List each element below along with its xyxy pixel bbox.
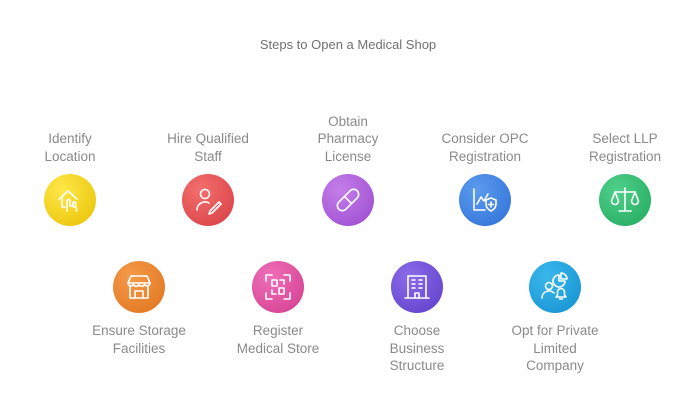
- step-label: Obtain Pharmacy License: [317, 113, 379, 164]
- step-label: Select LLP Registration: [588, 131, 662, 164]
- step-label: Ensure Storage Facilities: [92, 323, 186, 356]
- step-business-structure: Choose Business Structure: [352, 261, 482, 381]
- storefront-icon: [113, 261, 165, 313]
- step-label: Hire Qualified Staff: [167, 131, 249, 164]
- step-label: Identify Location: [44, 131, 96, 164]
- scan-frame-icon: [252, 261, 304, 313]
- step-private-limited: Opt for Private Limited Company: [490, 261, 620, 381]
- person-pen-icon: [182, 174, 234, 226]
- house-hand-icon: [44, 174, 96, 226]
- people-pie-bell-icon: [529, 261, 581, 313]
- building-icon: [391, 261, 443, 313]
- step-hire-staff: Hire Qualified Staff: [143, 0, 273, 226]
- step-label: Choose Business Structure: [389, 323, 445, 373]
- step-storage-facilities: Ensure Storage Facilities: [74, 261, 204, 381]
- step-label: Opt for Private Limited Company: [511, 323, 599, 373]
- chart-shield-icon: [459, 174, 511, 226]
- step-register-store: Register Medical Store: [213, 261, 343, 381]
- pill-icon: [322, 174, 374, 226]
- diagram-title: Steps to Open a Medical Shop: [259, 37, 437, 52]
- step-label: Consider OPC Registration: [441, 131, 529, 164]
- step-label: Register Medical Store: [236, 323, 320, 356]
- step-opc-registration: Consider OPC Registration: [420, 0, 550, 226]
- scales-icon: [599, 174, 651, 226]
- step-pharmacy-license: Obtain Pharmacy License: [283, 0, 413, 226]
- step-identify-location: Identify Location: [5, 0, 135, 226]
- step-llp-registration: Select LLP Registration: [560, 0, 690, 226]
